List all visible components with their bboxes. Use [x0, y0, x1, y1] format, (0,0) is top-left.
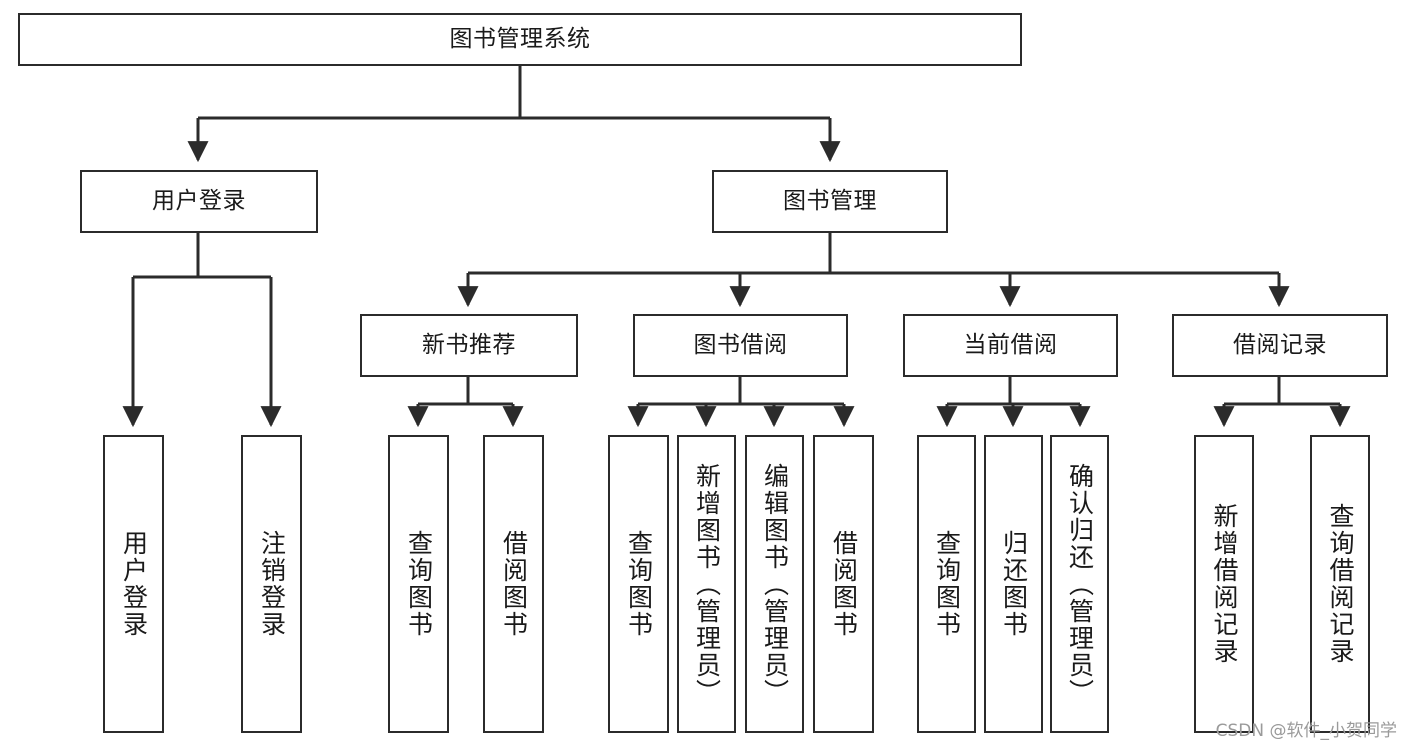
- node-leaf-user-login-label: 用户登录: [119, 530, 149, 638]
- node-book-borrow-label: 图书借阅: [693, 332, 788, 359]
- node-new-book-recommend[interactable]: 新书推荐: [360, 314, 578, 377]
- node-current-borrow-label: 当前借阅: [963, 332, 1058, 359]
- node-book-borrow[interactable]: 图书借阅: [633, 314, 848, 377]
- node-leaf-edit-book-label: 编辑图书（管理员）: [760, 462, 790, 706]
- node-user-login-label: 用户登录: [152, 188, 246, 215]
- node-user-login[interactable]: 用户登录: [80, 170, 318, 233]
- node-leaf-query-book-3-label: 查询图书: [932, 530, 962, 638]
- node-leaf-query-record[interactable]: 查询借阅记录: [1310, 435, 1370, 733]
- node-leaf-return-book-label: 归还图书: [999, 530, 1029, 638]
- node-leaf-query-book-1[interactable]: 查询图书: [388, 435, 449, 733]
- node-leaf-confirm-return[interactable]: 确认归还（管理员）: [1050, 435, 1109, 733]
- node-book-manage-label: 图书管理: [783, 188, 877, 215]
- watermark: CSDN @软件_小贺同学: [1215, 721, 1397, 741]
- node-leaf-borrow-book-2[interactable]: 借阅图书: [813, 435, 874, 733]
- node-leaf-add-record-label: 新增借阅记录: [1210, 503, 1239, 665]
- node-leaf-user-logout-label: 注销登录: [257, 530, 287, 638]
- node-leaf-query-book-2-label: 查询图书: [624, 530, 654, 638]
- node-leaf-borrow-book-2-label: 借阅图书: [829, 530, 859, 638]
- node-leaf-borrow-book-1[interactable]: 借阅图书: [483, 435, 544, 733]
- node-leaf-query-book-1-label: 查询图书: [404, 530, 434, 638]
- node-leaf-return-book[interactable]: 归还图书: [984, 435, 1043, 733]
- node-book-manage[interactable]: 图书管理: [712, 170, 948, 233]
- node-leaf-query-record-label: 查询借阅记录: [1326, 503, 1355, 665]
- node-current-borrow[interactable]: 当前借阅: [903, 314, 1118, 377]
- node-leaf-add-record[interactable]: 新增借阅记录: [1194, 435, 1254, 733]
- node-leaf-user-logout[interactable]: 注销登录: [241, 435, 302, 733]
- node-leaf-user-login[interactable]: 用户登录: [103, 435, 164, 733]
- node-leaf-add-book[interactable]: 新增图书（管理员）: [677, 435, 736, 733]
- node-leaf-add-book-label: 新增图书（管理员）: [692, 462, 722, 706]
- node-leaf-query-book-2[interactable]: 查询图书: [608, 435, 669, 733]
- node-leaf-borrow-book-1-label: 借阅图书: [499, 530, 529, 638]
- node-borrow-record-label: 借阅记录: [1233, 332, 1327, 359]
- node-borrow-record[interactable]: 借阅记录: [1172, 314, 1388, 377]
- node-new-book-recommend-label: 新书推荐: [422, 332, 516, 359]
- node-root-label: 图书管理系统: [449, 26, 591, 53]
- node-leaf-edit-book[interactable]: 编辑图书（管理员）: [745, 435, 804, 733]
- node-leaf-confirm-return-label: 确认归还（管理员）: [1065, 462, 1095, 706]
- node-leaf-query-book-3[interactable]: 查询图书: [917, 435, 976, 733]
- node-root[interactable]: 图书管理系统: [18, 13, 1022, 66]
